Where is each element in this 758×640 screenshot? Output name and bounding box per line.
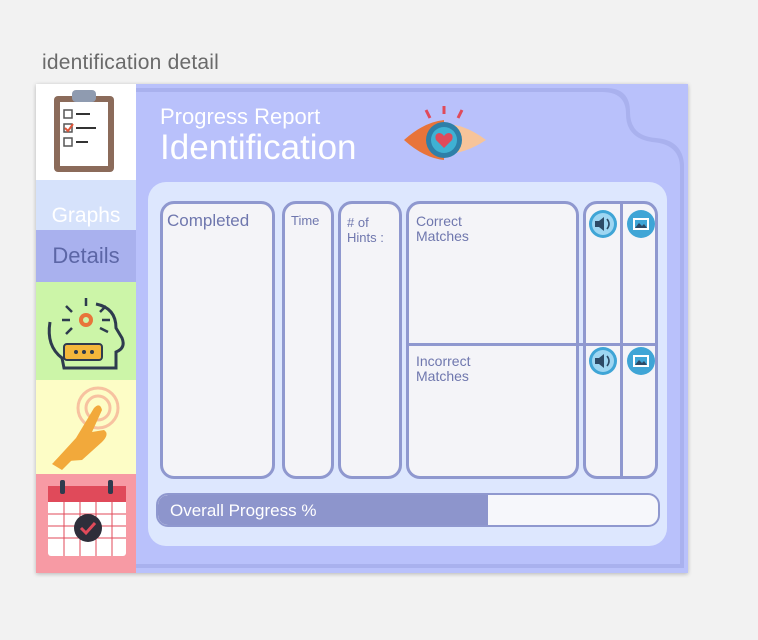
- media-divider-horizontal: [586, 343, 655, 346]
- progress-fill: [158, 495, 488, 525]
- calendar-check-icon: [48, 480, 126, 556]
- completed-column: Completed: [160, 201, 275, 479]
- eye-heart-icon: [404, 106, 486, 160]
- sidebar: Graphs Details: [36, 84, 136, 573]
- hints-label: # of Hints :: [347, 215, 384, 245]
- hints-label-line2: Hints :: [347, 230, 384, 245]
- page-title: Identification: [160, 128, 357, 167]
- picture-icon[interactable]: [626, 209, 656, 239]
- sidebar-item-clipboard[interactable]: [36, 84, 136, 180]
- brain-gears-icon: [47, 298, 125, 370]
- hints-label-line1: # of: [347, 215, 369, 230]
- sidebar-item-details[interactable]: Details: [36, 230, 136, 282]
- matches-divider: [409, 343, 584, 346]
- correct-label-line1: Correct: [416, 213, 462, 229]
- details-label: Details: [52, 243, 120, 268]
- speaker-icon[interactable]: [588, 346, 618, 376]
- graphs-label: Graphs: [51, 204, 121, 227]
- correct-label-line2: Matches: [416, 228, 469, 244]
- clipboard-checklist-icon: [54, 90, 114, 172]
- completed-label: Completed: [167, 211, 250, 230]
- sidebar-item-brain[interactable]: [36, 282, 136, 380]
- speaker-icon[interactable]: [588, 209, 618, 239]
- touch-finger-icon: [52, 386, 120, 470]
- picture-icon[interactable]: [626, 346, 656, 376]
- correct-matches-label: Correct Matches: [416, 214, 469, 244]
- hints-column: # of Hints :: [338, 201, 402, 479]
- media-column: [583, 201, 658, 479]
- time-label: Time: [291, 213, 320, 228]
- sidebar-item-touch[interactable]: [36, 380, 136, 474]
- page-caption: identification detail: [42, 51, 219, 74]
- time-column: Time: [282, 201, 334, 479]
- overall-progress-bar: Overall Progress %: [156, 493, 660, 527]
- matches-column: Correct Matches Incorrect Matches: [406, 201, 584, 479]
- sidebar-item-graphs[interactable]: Graphs: [36, 180, 136, 230]
- media-divider-vertical: [620, 204, 623, 476]
- report-subtitle: Progress Report: [160, 104, 321, 129]
- incorrect-label-line2: Matches: [416, 368, 469, 384]
- incorrect-label-line1: Incorrect: [416, 353, 471, 369]
- sidebar-item-calendar[interactable]: [36, 474, 136, 573]
- progress-label: Overall Progress %: [170, 501, 317, 520]
- incorrect-matches-label: Incorrect Matches: [416, 354, 470, 384]
